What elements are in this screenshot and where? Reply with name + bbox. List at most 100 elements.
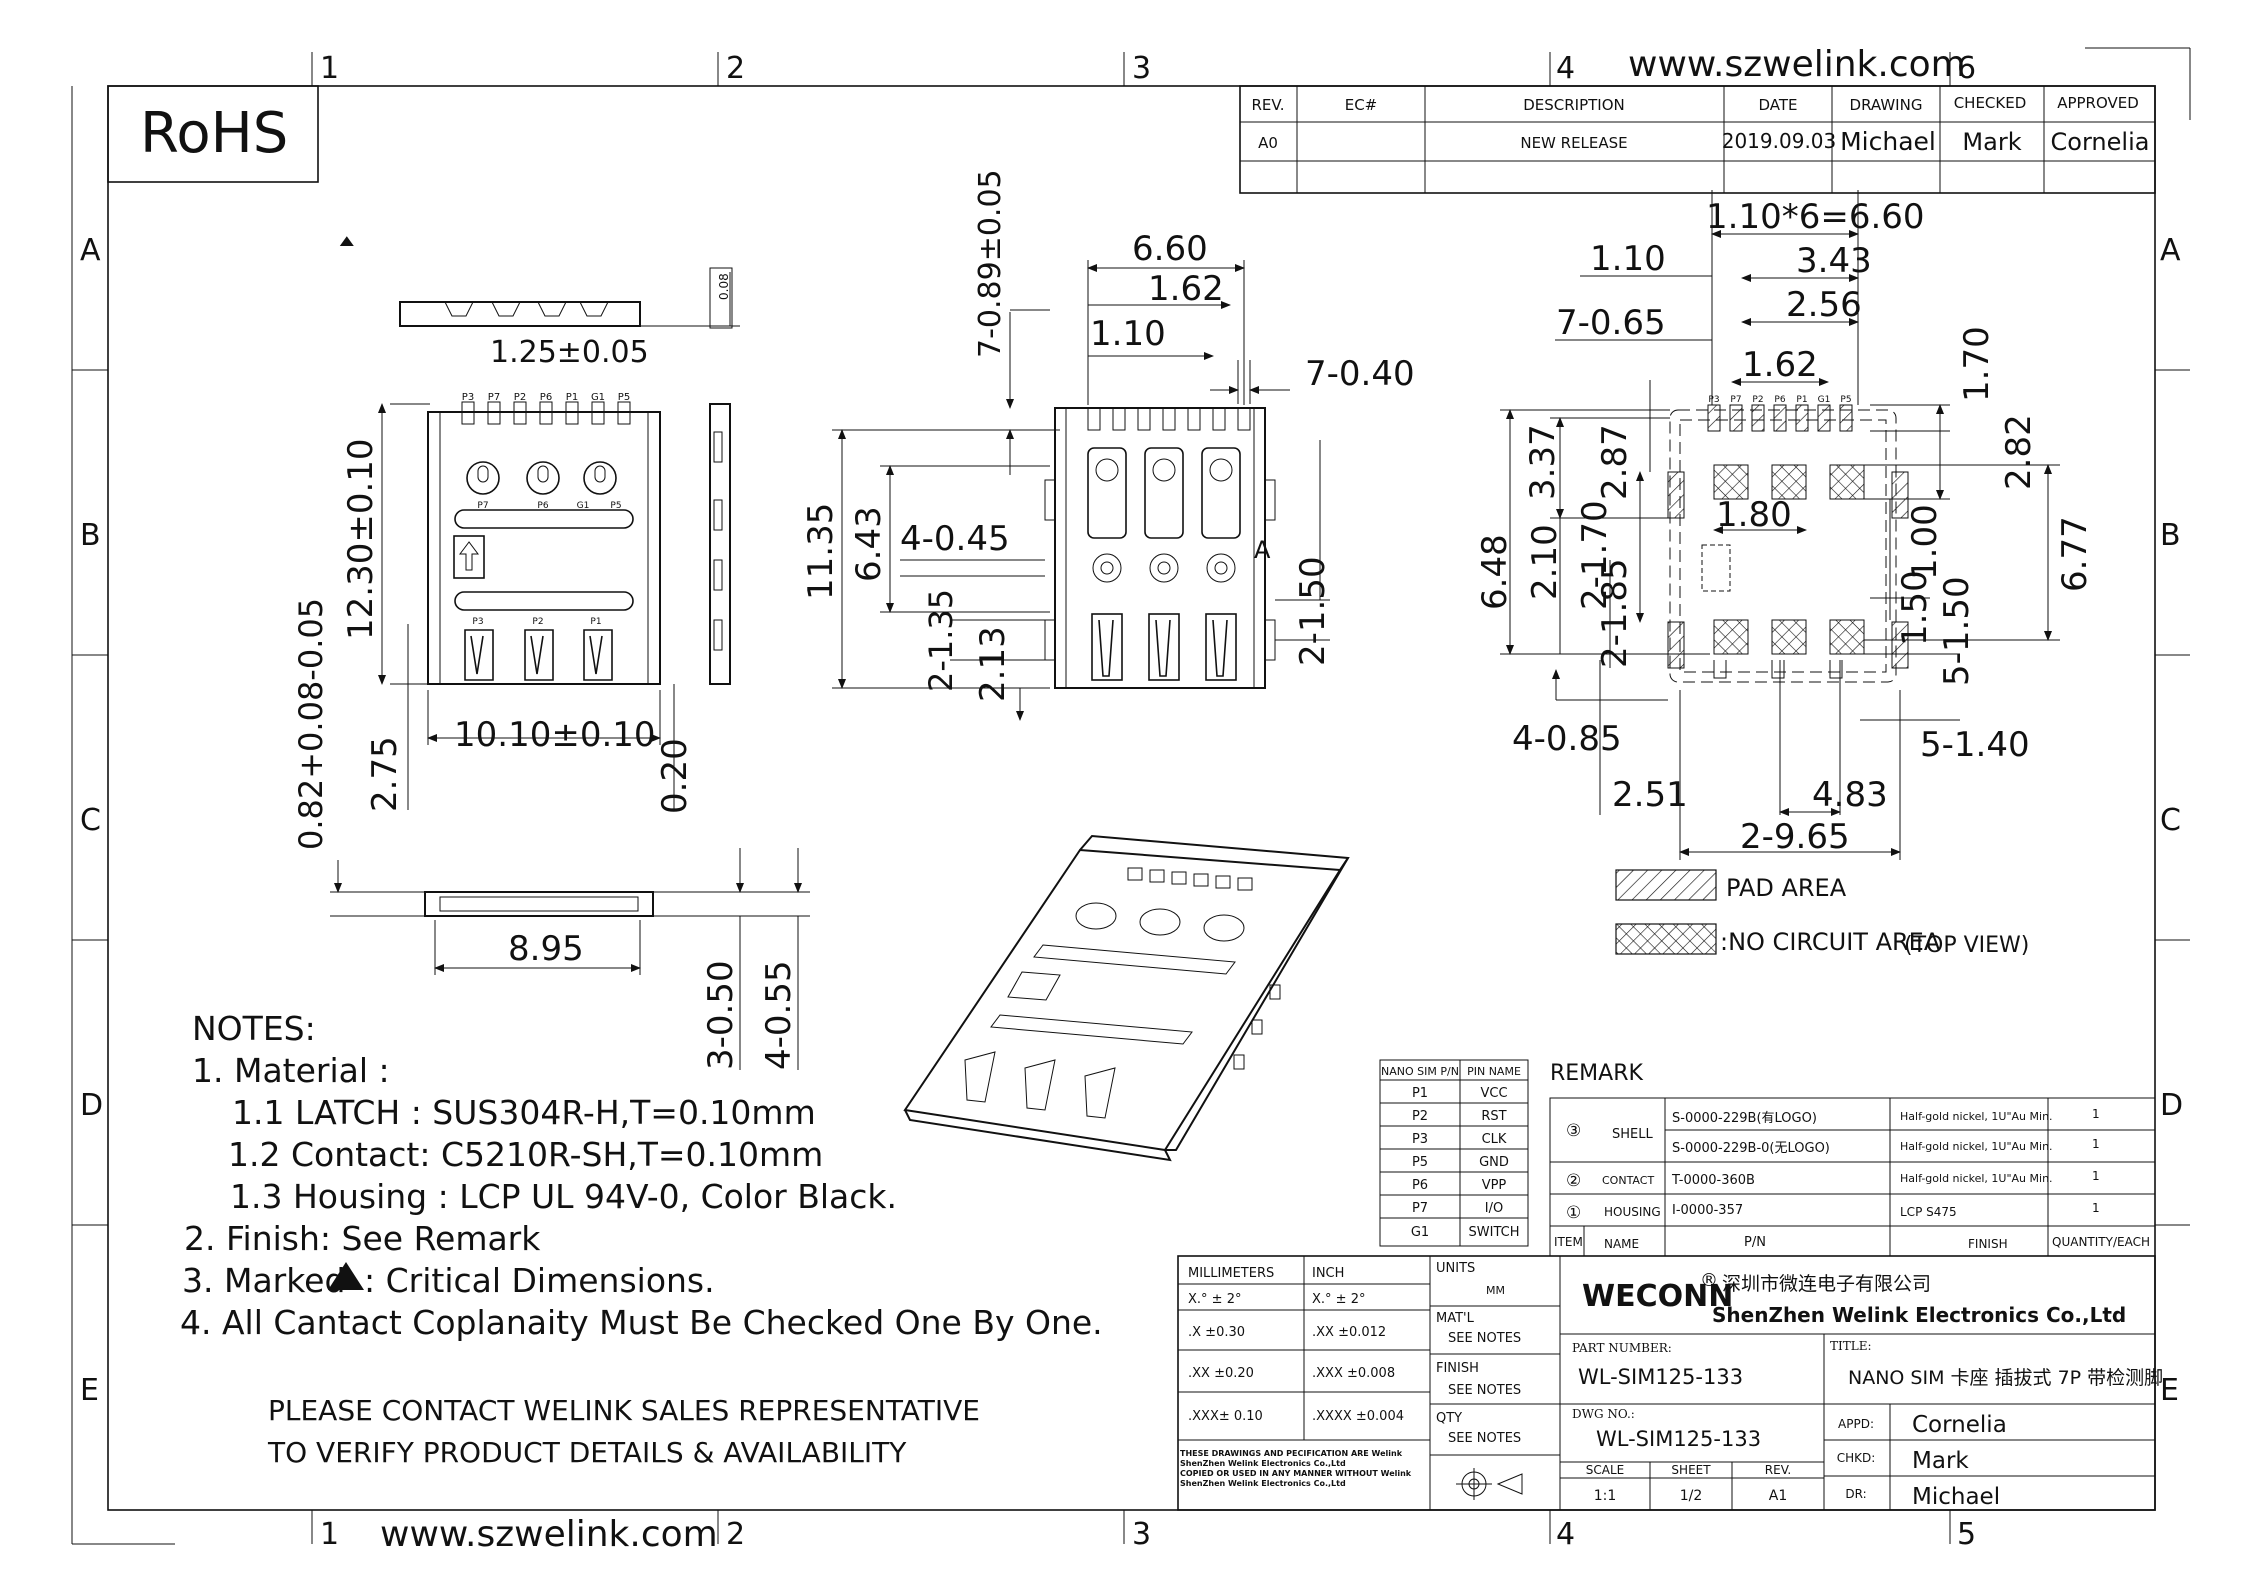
- pin-cell: I/O: [1485, 1201, 1503, 1216]
- pin-label: P3: [472, 617, 483, 627]
- chkd-label: CHKD:: [1837, 1451, 1876, 1465]
- tol-header: INCH: [1312, 1266, 1344, 1281]
- pin-label: P7: [477, 501, 488, 511]
- pin-label: P2: [532, 617, 543, 627]
- tol-cell: .XXXX ±0.004: [1312, 1409, 1404, 1424]
- pin-label: P2: [1752, 395, 1763, 405]
- appd-label: APPD:: [1838, 1417, 1874, 1431]
- bom-qty: 1: [2092, 1169, 2100, 1183]
- column-marker: 3: [1132, 51, 1151, 86]
- chkd-value: Mark: [1912, 1448, 1969, 1474]
- dim-label: 2.10: [1525, 524, 1565, 600]
- row-marker: B: [2160, 518, 2181, 553]
- dim-label: 6.43: [849, 506, 889, 582]
- dim-label: 1.70: [1957, 326, 1997, 402]
- website-url-top[interactable]: www.szwelink.com: [1628, 44, 1966, 85]
- title-block: MILLIMETERS INCH X.° ± 2° X.° ± 2° .X ±0…: [1177, 1255, 2163, 1511]
- dim-label: 2.56: [1786, 285, 1862, 325]
- dim-label: 2.75: [365, 736, 405, 812]
- pin-label: P2: [514, 392, 526, 403]
- bom-header: QUANTITY/EACH: [2052, 1235, 2150, 1249]
- dim-label: 10.10±0.10: [454, 715, 656, 755]
- row-marker: E: [80, 1373, 99, 1408]
- pin-label: P7: [488, 392, 500, 403]
- pin-cell: VPP: [1482, 1178, 1507, 1193]
- dwg-no: WL-SIM125-133: [1596, 1427, 1761, 1451]
- disclaimer-line: THESE DRAWINGS AND PECIFICATION ARE Weli…: [1180, 1449, 1403, 1458]
- projection-symbol-icon: [1456, 1468, 1523, 1500]
- dim-label: 2-1.85: [1595, 558, 1635, 668]
- dim-label: 0.82+0.08-0.05: [292, 598, 330, 850]
- scale-value: 1:1: [1594, 1488, 1617, 1504]
- contact-line: PLEASE CONTACT WELINK SALES REPRESENTATI…: [268, 1394, 980, 1427]
- material-value: SEE NOTES: [1448, 1331, 1521, 1346]
- dim-label: 4.83: [1812, 775, 1888, 815]
- note-line: 2. Finish: See Remark: [184, 1219, 541, 1258]
- tol-cell: X.° ± 2°: [1188, 1292, 1241, 1307]
- pin-cell: VCC: [1480, 1086, 1507, 1101]
- dim-label: 1.10: [1090, 314, 1166, 354]
- column-marker: 2: [726, 1517, 745, 1552]
- company-en: ShenZhen Welink Electronics Co.,Ltd: [1712, 1303, 2126, 1327]
- bom-finish: LCP S475: [1900, 1205, 1957, 1219]
- remark-title: REMARK: [1550, 1061, 1644, 1086]
- dim-label: 1.80: [1716, 495, 1792, 535]
- dim-label: 1.62: [1148, 269, 1224, 309]
- bom-qty: 1: [2092, 1201, 2100, 1215]
- column-marker: 1: [320, 51, 339, 86]
- bom-qty: 1: [2092, 1107, 2100, 1121]
- disclaimer-line: ShenZhen Welink Electronics Co.,Ltd: [1180, 1479, 1346, 1488]
- bom-item: ③: [1566, 1121, 1581, 1141]
- pin-label: P5: [1840, 395, 1851, 405]
- rev-header: CHECKED: [1954, 94, 2027, 112]
- dim-label: 3-0.50: [701, 960, 741, 1070]
- dim-label: 1.10: [1590, 239, 1666, 279]
- dim-label: 1.10*6=6.60: [1706, 197, 1925, 237]
- note-line: 1.3 Housing : LCP UL 94V-0, Color Black.: [230, 1177, 897, 1216]
- column-marker: 3: [1132, 1517, 1151, 1552]
- rev-label: REV.: [1765, 1463, 1791, 1477]
- rev-header: EC#: [1345, 96, 1378, 114]
- units-label: UNITS: [1436, 1261, 1475, 1276]
- rev-header: DRAWING: [1850, 96, 1923, 114]
- dim-label: 3.43: [1796, 241, 1872, 281]
- note-line: 4. All Cantact Coplanaity Must Be Checke…: [180, 1303, 1103, 1342]
- pad-area-label: PAD AREA: [1726, 874, 1847, 902]
- side-view: 0.82+0.08-0.05 8.95 3-0.50 4-0.55: [292, 598, 810, 1070]
- row-marker: E: [2160, 1373, 2179, 1408]
- rev-cell: A0: [1258, 134, 1278, 152]
- scale-label: SCALE: [1586, 1463, 1624, 1477]
- dim-label: 12.30±0.10: [341, 438, 381, 640]
- pin-label: P1: [1796, 395, 1807, 405]
- bom-name: SHELL: [1612, 1127, 1653, 1142]
- dim-label: 2.82: [1999, 414, 2039, 490]
- website-url-bottom[interactable]: www.szwelink.com: [380, 1514, 718, 1555]
- dim-label: 4-0.55: [759, 960, 799, 1070]
- dim-label: 7-0.89±0.05: [973, 169, 1008, 358]
- pin-label: P3: [1708, 395, 1719, 405]
- rev-cell: Michael: [1840, 127, 1936, 156]
- dim-label: 2-1.35: [922, 589, 960, 692]
- pin-label: P6: [537, 501, 548, 511]
- pin-table-header: NANO SIM P/N: [1381, 1065, 1459, 1078]
- row-marker: A: [2160, 233, 2181, 268]
- bom-pn: S-0000-229B(有LOGO): [1672, 1111, 1817, 1126]
- contact-line: TO VERIFY PRODUCT DETAILS & AVAILABILITY: [267, 1436, 907, 1469]
- dim-label: 1.50: [1895, 570, 1935, 646]
- pin-label: P5: [618, 392, 630, 403]
- rev-header: DESCRIPTION: [1523, 96, 1625, 114]
- rohs-label: RoHS: [140, 101, 288, 166]
- dim-label: 2.87: [1595, 424, 1635, 500]
- company-brand: WECONN: [1582, 1279, 1733, 1314]
- no-circuit-swatch: [1615, 923, 1717, 955]
- column-marker: 4: [1556, 1517, 1575, 1552]
- rev-header: REV.: [1252, 96, 1285, 114]
- rev-header: APPROVED: [2057, 94, 2139, 112]
- dim-label: 1.25±0.05: [490, 335, 649, 370]
- pin-cell: P6: [1412, 1178, 1428, 1193]
- column-marker: 1: [320, 1517, 339, 1552]
- dim-label: 5-1.40: [1920, 725, 2030, 765]
- sheet-border: 1 2 3 4 6 1 2 3 4 5 A B C D E A B C D E: [71, 47, 2191, 1552]
- dim-label: 6.77: [2055, 516, 2095, 592]
